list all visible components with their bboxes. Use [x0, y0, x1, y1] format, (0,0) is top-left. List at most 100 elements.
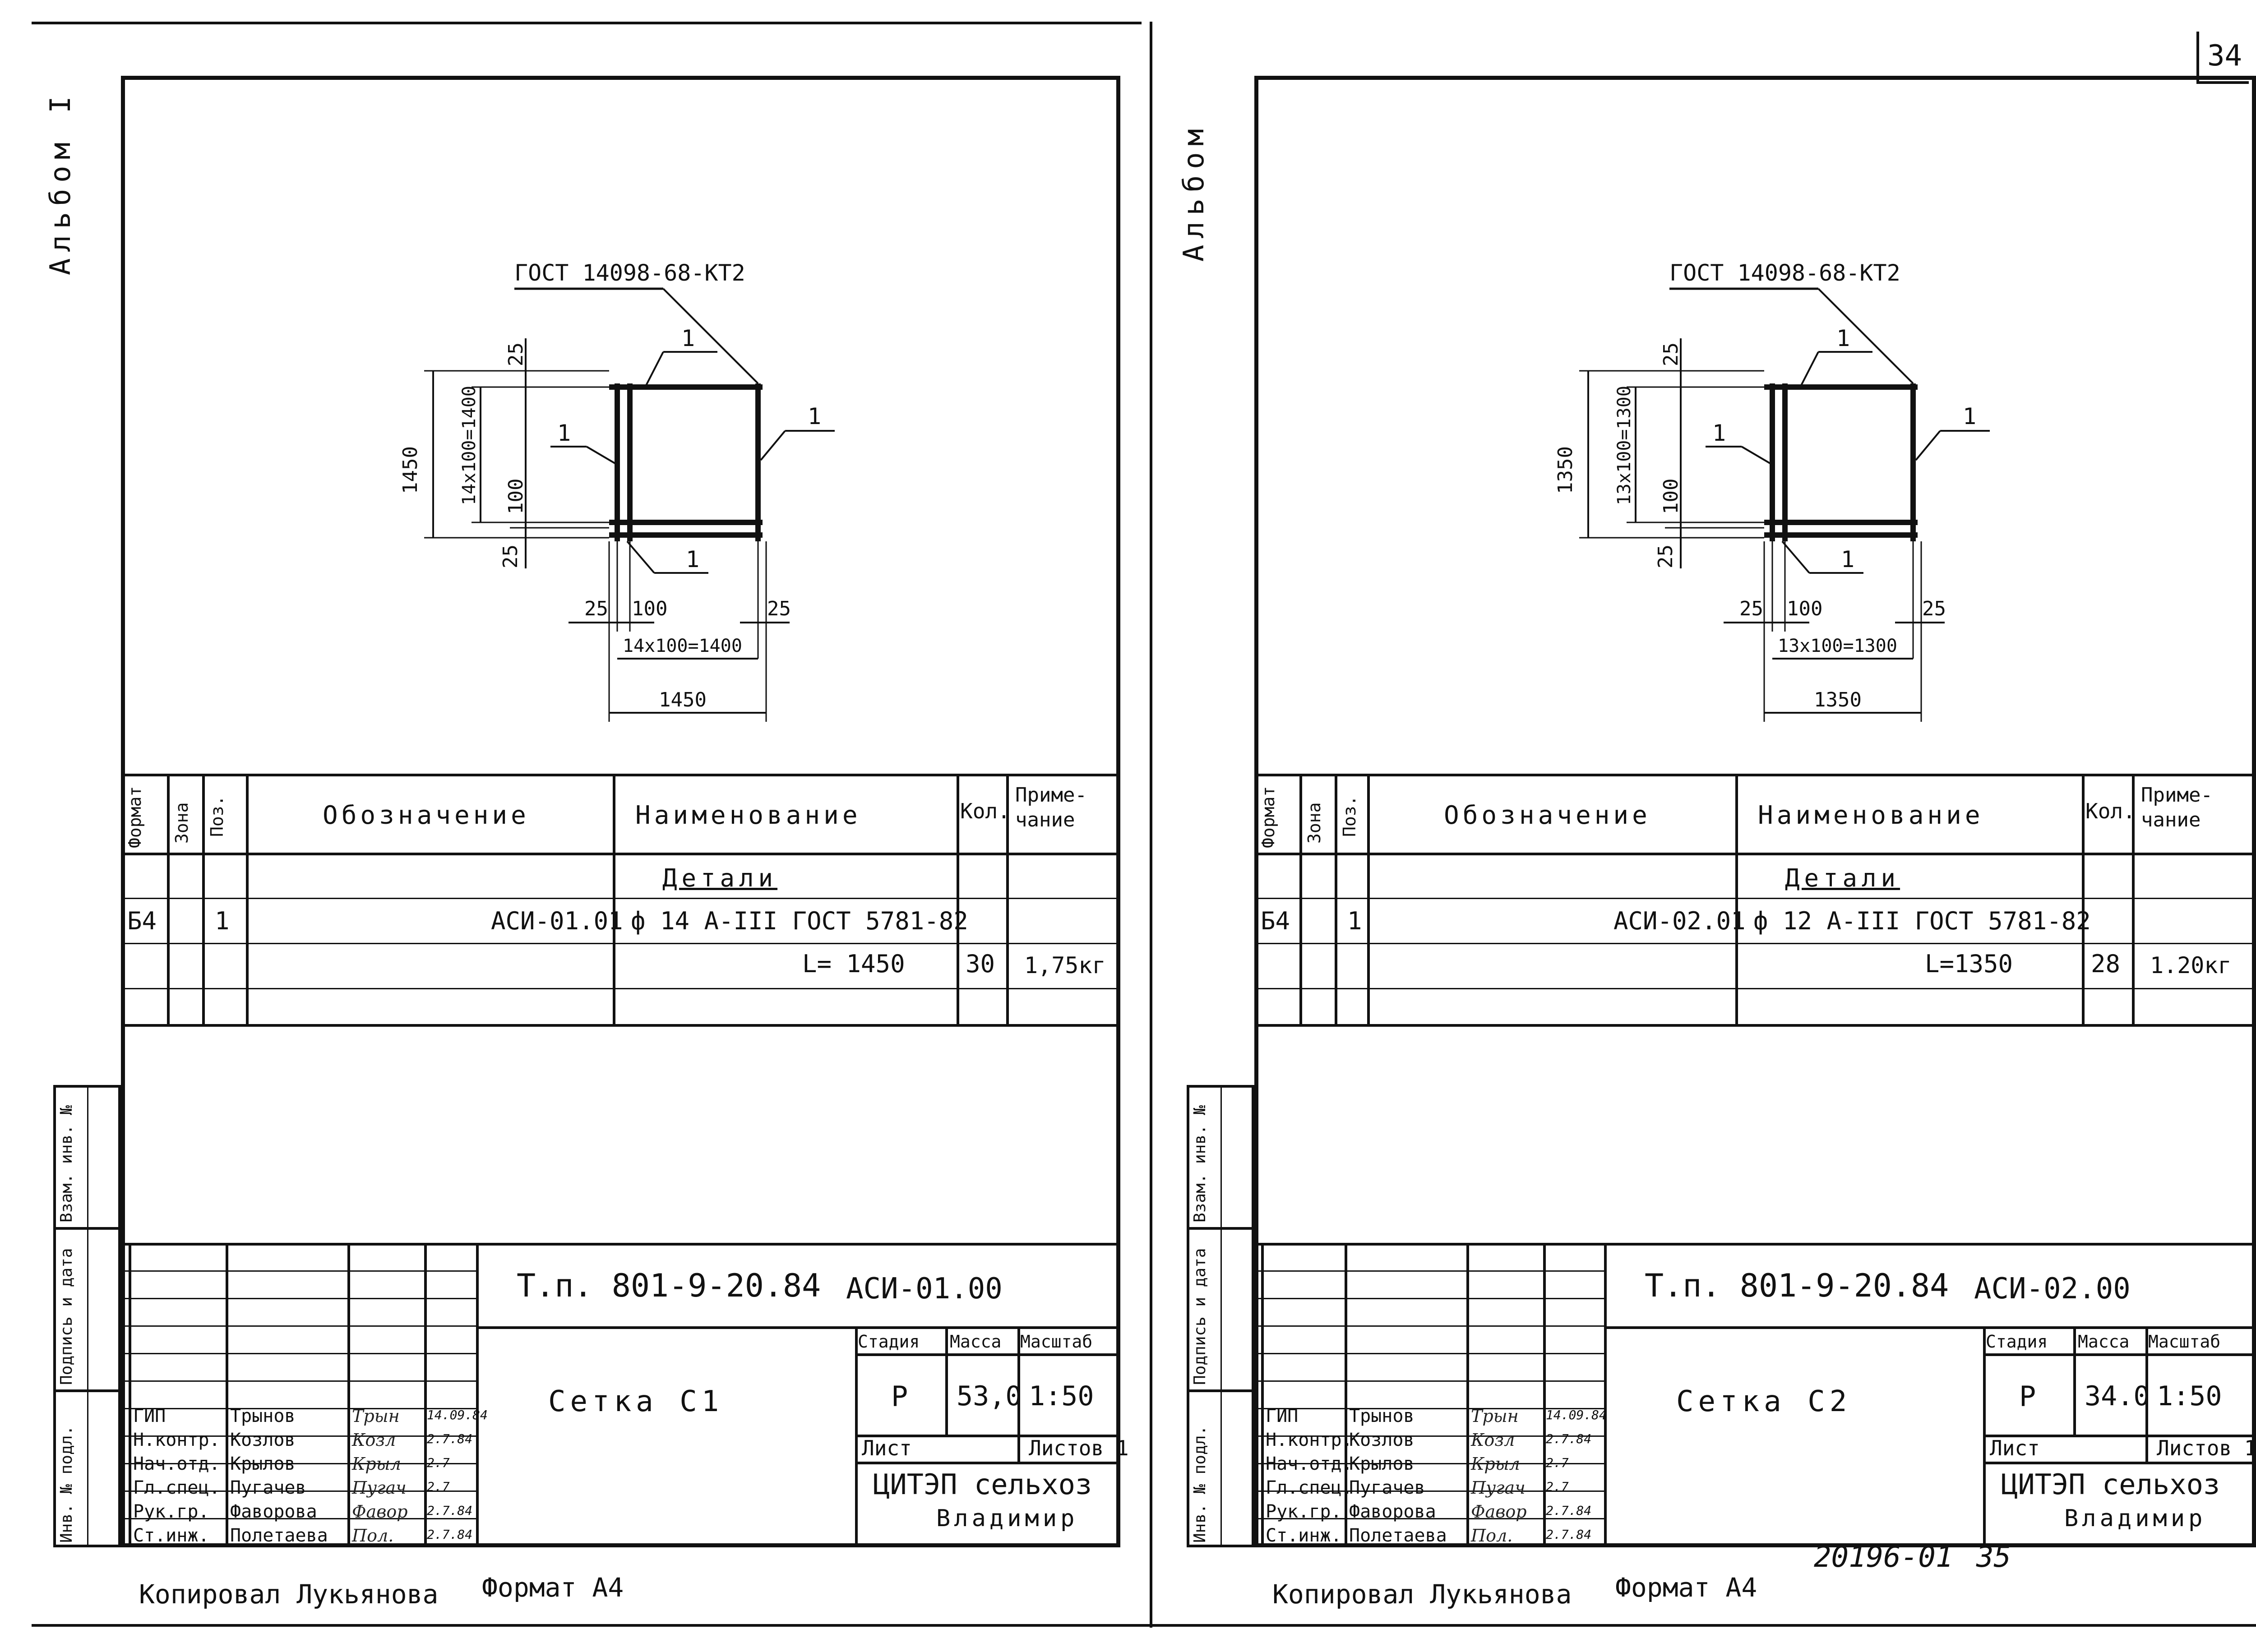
- dim-h-total: 1350: [1814, 688, 1862, 711]
- table-row-line: [121, 988, 1120, 989]
- project-number: Т.п. 801-9-20.84: [1645, 1267, 1949, 1304]
- drawing-frame: [1254, 76, 2256, 1547]
- side-label-signature-date: Подпись и дата: [57, 1248, 76, 1385]
- person-name: Трынов: [230, 1406, 296, 1426]
- person-date: 2.7.84: [427, 1527, 473, 1542]
- title-block-line: [855, 1462, 1120, 1464]
- sheet-header: Лист: [862, 1436, 912, 1460]
- dim-top-edge: 25: [1660, 342, 1683, 366]
- dim-vertical-total: 1450: [399, 446, 422, 494]
- people-row-line: [123, 1463, 476, 1464]
- col-name-header: Наименование: [1758, 801, 1984, 830]
- bottom-border-line: [32, 1624, 2256, 1627]
- people-row-line: [1257, 1518, 1604, 1519]
- row-qty: 30: [966, 950, 995, 978]
- people-row-line: [1257, 1325, 1604, 1327]
- table-row-line: [121, 898, 1120, 899]
- gost-label: ГОСТ 14098-68-КТ2: [514, 260, 745, 286]
- table-col-line: [1006, 774, 1009, 1024]
- table-header-line: [1254, 853, 2256, 855]
- side-label-inv-original: Инв. № подл.: [1191, 1425, 1209, 1543]
- dim-h-grid: 13x100=1300: [1778, 636, 1897, 656]
- row-note: 1,75кг: [1024, 952, 1106, 978]
- col-name-header: Наименование: [635, 801, 861, 830]
- col-zone-header: Зона: [172, 802, 192, 844]
- side-label-inv-original: Инв. № подл.: [57, 1425, 76, 1543]
- people-row-line: [123, 1380, 476, 1382]
- person-date: 2.7: [427, 1455, 450, 1470]
- dim-top-edge: 25: [504, 342, 527, 366]
- title-block-line: [476, 1326, 1120, 1329]
- mass-header: Масса: [950, 1332, 1002, 1352]
- dim-right-edge: 25: [1922, 597, 1946, 620]
- people-col-line: [1261, 1243, 1264, 1547]
- people-row-line: [1257, 1380, 1604, 1382]
- row-name: ф 14 А-III ГОСТ 5781-82: [631, 907, 968, 935]
- title-block-divider: [1604, 1243, 1607, 1547]
- col-note-header: Приме- чание: [1015, 784, 1087, 831]
- copied-by: Копировал Лукьянова: [1272, 1579, 1572, 1610]
- position-callout: 1: [1963, 403, 1977, 429]
- person-signature: Пугач: [352, 1478, 407, 1498]
- table-col-line: [202, 774, 205, 1024]
- table-bottom-line: [121, 1024, 1120, 1027]
- mesh-drawing: [424, 287, 835, 722]
- top-border-line: [32, 22, 1142, 24]
- person-name: Крылов: [230, 1454, 296, 1474]
- organization-city: Владимир: [936, 1505, 1078, 1532]
- table-col-line: [167, 774, 170, 1024]
- project-number: Т.п. 801-9-20.84: [517, 1267, 821, 1304]
- mass-value: 34.0: [2085, 1380, 2150, 1412]
- person-role: ГИП: [133, 1406, 166, 1426]
- person-role: Н.контр.: [1266, 1430, 1353, 1450]
- dim-h-total: 1450: [659, 688, 707, 711]
- person-name: Трынов: [1349, 1406, 1415, 1426]
- dim-vertical-step: 100: [504, 478, 527, 514]
- row-pos: 1: [1347, 907, 1362, 935]
- person-name: Крылов: [1349, 1454, 1415, 1474]
- scale-value: 1:50: [2157, 1380, 2222, 1412]
- side-strip-line: [1187, 1227, 1254, 1230]
- person-role: Нач.отд.: [1266, 1454, 1353, 1474]
- sheet-header: Лист: [1990, 1436, 2040, 1460]
- person-name: Фаворова: [230, 1501, 317, 1522]
- title-block-line: [855, 1435, 1120, 1437]
- people-row-line: [123, 1270, 476, 1272]
- table-row-line: [1254, 898, 2256, 899]
- col-format-header: Формат: [1258, 786, 1278, 848]
- row-qty: 28: [2091, 950, 2121, 978]
- dim-h-step: 100: [632, 597, 668, 620]
- position-callout: 1: [686, 546, 700, 572]
- person-role: Нач.отд.: [133, 1454, 220, 1474]
- copied-by: Копировал Лукьянова: [139, 1579, 439, 1610]
- person-signature: Фавор: [1471, 1502, 1527, 1522]
- mass-value: 53,0: [957, 1380, 1022, 1412]
- title-block-line: [1983, 1435, 2256, 1437]
- title-block-col: [2073, 1326, 2076, 1435]
- dim-bottom-edge: 25: [1654, 545, 1677, 568]
- side-label-replaced-inv: Взам. инв. №: [1191, 1105, 1209, 1223]
- table-top-line: [121, 774, 1120, 776]
- people-row-line: [1257, 1435, 1604, 1437]
- col-pos-header: Поз.: [1340, 795, 1359, 837]
- sheets-header: Листов 1: [2157, 1436, 2256, 1460]
- person-role: Н.контр.: [133, 1430, 220, 1450]
- stage-value: Р: [891, 1380, 908, 1413]
- footer-code: 20196-01: [1814, 1541, 1953, 1574]
- dim-vertical-step: 100: [1660, 478, 1683, 514]
- footer-page: 35: [1976, 1541, 2011, 1574]
- person-name: Полетаева: [1349, 1525, 1447, 1546]
- position-callout: 1: [1836, 325, 1850, 351]
- dim-vertical-grid: 13x100=1300: [1614, 386, 1635, 505]
- table-col-line: [1367, 774, 1370, 1024]
- row-name: ф 12 А-III ГОСТ 5781-82: [1753, 907, 2091, 935]
- side-strip-line: [53, 1227, 121, 1230]
- gost-label: ГОСТ 14098-68-КТ2: [1669, 260, 1900, 286]
- drawing-frame: [121, 76, 1120, 1547]
- page-number-box: 34: [2196, 32, 2249, 84]
- page-number: 34: [2207, 39, 2242, 73]
- title-block-top: [1254, 1243, 2256, 1246]
- person-signature: Козл: [1471, 1430, 1515, 1450]
- dim-h-step: 100: [1787, 597, 1823, 620]
